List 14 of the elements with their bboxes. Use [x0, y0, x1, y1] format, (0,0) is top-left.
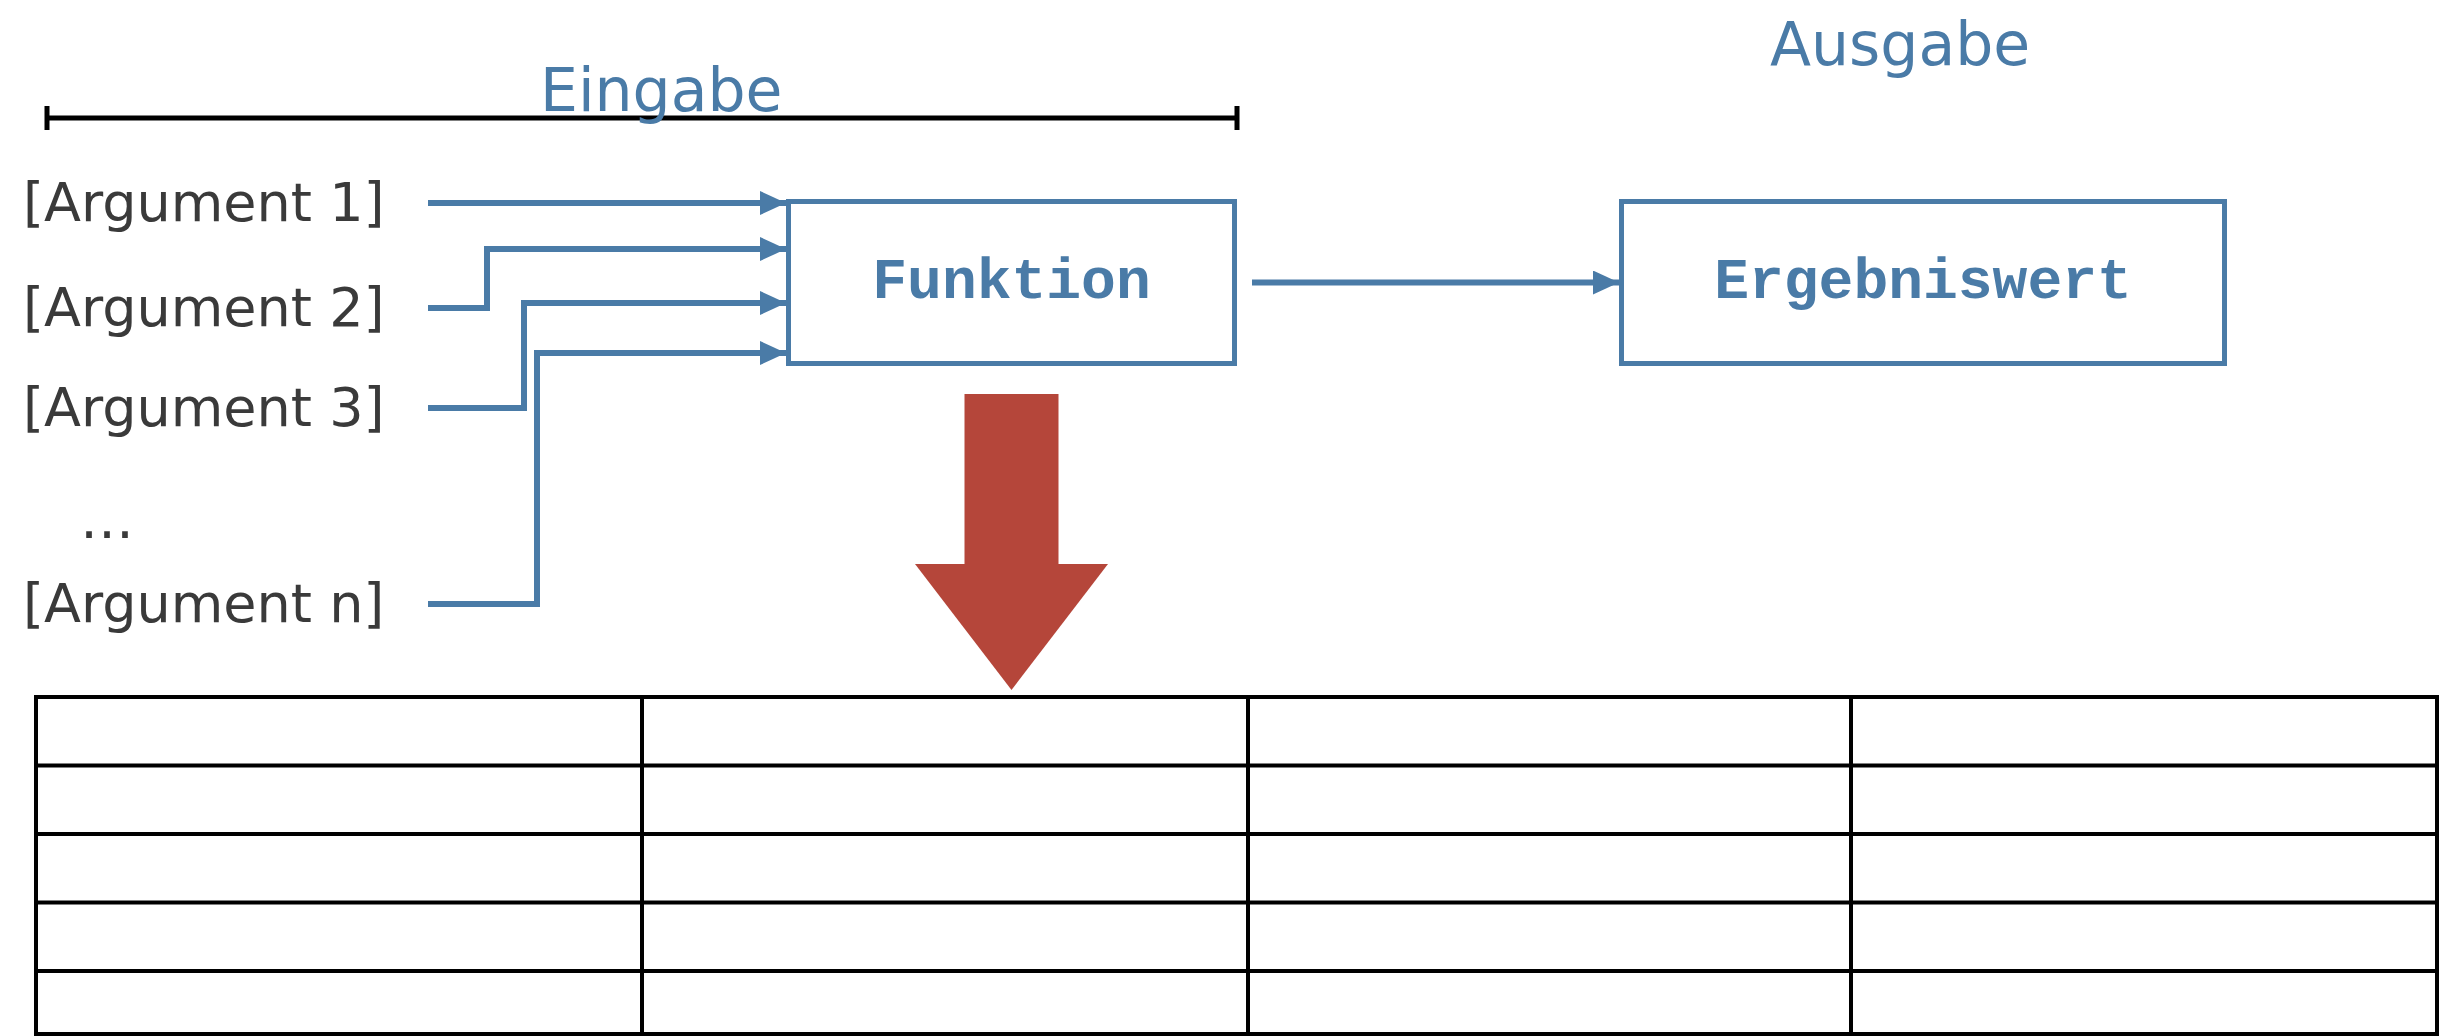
arrow: [428, 237, 786, 311]
argument-label: [Argument 2]: [23, 276, 428, 340]
arrow: [428, 191, 786, 215]
ellipsis-label: …: [80, 488, 134, 552]
arrow: [428, 341, 786, 607]
arrow: [428, 291, 786, 411]
arrow: [1252, 270, 1619, 295]
argument-label: [Argument 3]: [23, 376, 428, 440]
argument-label: [Argument n]: [23, 572, 428, 636]
table-grid: [34, 695, 2439, 1036]
argument-label: [Argument 1]: [23, 171, 428, 235]
result-box: Ergebniswert: [1619, 199, 2227, 366]
block-arrow: [915, 394, 1108, 690]
function-box: Funktion: [786, 199, 1237, 366]
